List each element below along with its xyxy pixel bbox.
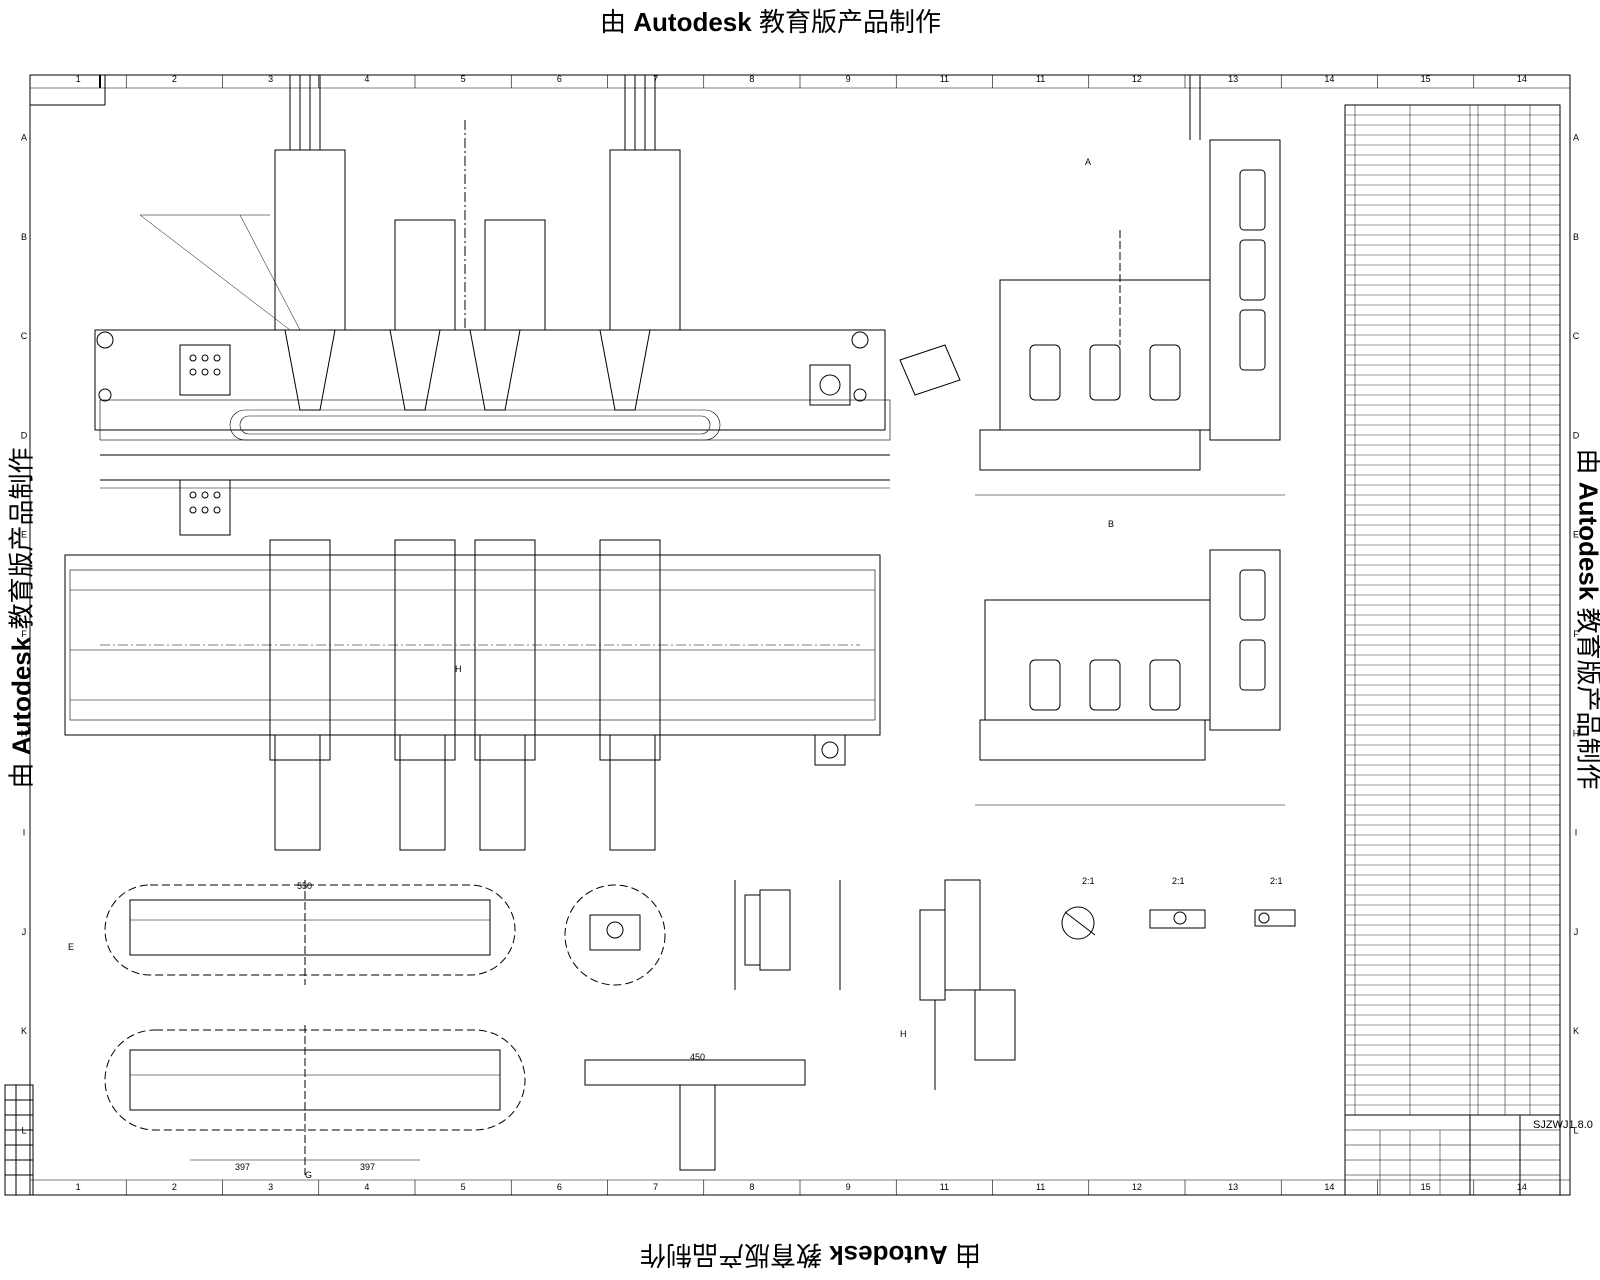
dimension-397-b: 397 [360, 1162, 375, 1172]
detail-view-e: E 550 [68, 880, 516, 985]
row-label: J [1574, 927, 1579, 937]
column-label: 11 [1036, 1182, 1045, 1192]
column-ticks: 1122334455667788991111111112121313141415… [76, 74, 1527, 1195]
column-label: 7 [653, 74, 658, 84]
scale-label-2: 2:1 [1172, 876, 1185, 886]
column-label: 11 [940, 1182, 949, 1192]
title-block: SJZWJ1.8.0 [1344, 1114, 1593, 1196]
row-label: A [1573, 133, 1579, 143]
row-label: F [21, 629, 27, 639]
side-view-a: A [899, 75, 1285, 496]
detail-e-small: 2:1 [1254, 876, 1296, 927]
column-label: 5 [461, 74, 466, 84]
detail-track: 450 [584, 1052, 806, 1171]
section-label-h: H [455, 664, 462, 674]
watermark-top: 由 Autodesk 教育版产品制作 [600, 7, 941, 37]
column-label: 9 [846, 1182, 851, 1192]
detail-d: 2:1 [1149, 876, 1206, 929]
section-label-a: A [1085, 157, 1091, 167]
detail-label-e: E [68, 942, 74, 952]
row-label: F [1573, 629, 1579, 639]
detail-section-f [734, 880, 841, 990]
drawing-code: SJZWJ1.8.0 [1533, 1119, 1593, 1131]
column-label: 14 [1324, 74, 1334, 84]
column-label: 11 [1036, 74, 1045, 84]
column-label: 8 [749, 74, 754, 84]
column-label: 1 [76, 74, 81, 84]
row-label: C [21, 331, 28, 341]
dimension-550: 550 [297, 881, 312, 891]
detail-label-h: H [900, 1029, 907, 1039]
column-label: 13 [1228, 74, 1238, 84]
column-label: 13 [1228, 1182, 1238, 1192]
row-label: I [1575, 828, 1578, 838]
gear-icon [814, 734, 846, 766]
drawing-border [29, 74, 1571, 1196]
column-label: 7 [653, 1182, 658, 1192]
column-label: 6 [557, 74, 562, 84]
dimension-397-a: 397 [235, 1162, 250, 1172]
column-label: 15 [1421, 1182, 1431, 1192]
row-label: D [21, 430, 28, 440]
detail-circle [564, 884, 666, 986]
column-label: 3 [268, 74, 273, 84]
column-label: 8 [749, 1182, 754, 1192]
row-label: A [21, 133, 27, 143]
section-label-b: B [1108, 519, 1114, 529]
parts-list-table [1344, 104, 1561, 1116]
column-label: 4 [364, 74, 369, 84]
column-label: 14 [1517, 74, 1527, 84]
row-label: E [21, 530, 27, 540]
revision-block [4, 1084, 34, 1196]
row-label: H [1573, 728, 1580, 738]
column-label: 12 [1132, 74, 1142, 84]
column-label: 14 [1517, 1182, 1527, 1192]
column-label: 12 [1132, 1182, 1142, 1192]
column-label: 9 [846, 74, 851, 84]
row-label: D [1573, 430, 1580, 440]
scale-label-1: 2:1 [1082, 876, 1095, 886]
column-label: 4 [364, 1182, 369, 1192]
side-view-b: B [975, 519, 1285, 806]
row-label: I [23, 828, 26, 838]
row-label: K [21, 1026, 27, 1036]
detail-view-g: 397 397 G [104, 1025, 526, 1180]
row-label: C [1573, 331, 1580, 341]
row-label: L [1573, 1125, 1578, 1135]
row-label: J [22, 927, 27, 937]
column-label: 1 [76, 1182, 81, 1192]
column-label: 15 [1421, 74, 1431, 84]
detail-c: 2:1 [1061, 876, 1096, 940]
motor-icon [809, 364, 851, 406]
row-label: B [1573, 232, 1579, 242]
row-label: H [21, 728, 28, 738]
plan-view: H [64, 479, 881, 851]
front-elevation-view [94, 75, 891, 489]
detail-h: H [900, 879, 1016, 1090]
dimension-450: 450 [690, 1052, 705, 1062]
detail-label-g: G [305, 1170, 312, 1180]
column-label: 2 [172, 1182, 177, 1192]
column-label: 3 [268, 1182, 273, 1192]
column-label: 14 [1324, 1182, 1334, 1192]
row-label: K [1573, 1026, 1579, 1036]
column-label: 6 [557, 1182, 562, 1192]
row-label: E [1573, 530, 1579, 540]
column-label: 11 [940, 74, 949, 84]
column-label: 5 [461, 1182, 466, 1192]
scale-label-3: 2:1 [1270, 876, 1283, 886]
column-label: 2 [172, 74, 177, 84]
row-label: B [21, 232, 27, 242]
